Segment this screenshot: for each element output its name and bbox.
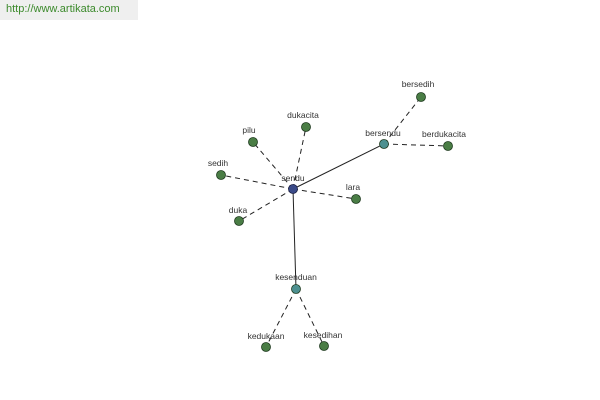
label-pilu[interactable]: pilu [242,125,256,135]
label-kesenduan[interactable]: kesenduan [275,272,317,282]
edge-bersendu-bersedih [383,96,422,145]
label-dukacita[interactable]: dukacita [287,110,319,120]
node-bersendu[interactable] [379,139,389,149]
edge-sendu-pilu [252,141,294,190]
node-duka[interactable] [234,216,244,226]
edge-bersendu-berdukacita [383,143,449,147]
label-sendu[interactable]: sendu [281,173,304,183]
node-kedukaan[interactable] [261,342,271,352]
node-kesedihan[interactable] [319,341,329,351]
label-berdukacita[interactable]: berdukacita [422,129,466,139]
edge-kesenduan-kedukaan [265,288,297,348]
label-kesedihan[interactable]: kesedihan [304,330,343,340]
label-duka[interactable]: duka [229,205,248,215]
edge-sendu-lara [292,188,357,200]
edge-sendu-duka [238,188,294,222]
site-url[interactable]: http://www.artikata.com [6,3,120,15]
edge-sendu-bersendu [292,143,385,190]
node-kesenduan[interactable] [291,284,301,294]
edge-sendu-kesenduan [292,188,297,290]
label-sedih[interactable]: sedih [208,158,229,168]
label-bersedih[interactable]: bersedih [402,79,435,89]
edge-kesenduan-kesedihan [295,288,325,347]
node-dukacita[interactable] [301,122,311,132]
node-berdukacita[interactable] [443,141,453,151]
node-bersedih[interactable] [416,92,426,102]
node-sendu[interactable] [288,184,298,194]
url-banner: http://www.artikata.com [0,0,138,20]
label-kedukaan[interactable]: kedukaan [248,331,285,341]
node-sedih[interactable] [216,170,226,180]
node-lara[interactable] [351,194,361,204]
node-pilu[interactable] [248,137,258,147]
label-bersendu[interactable]: bersendu [365,128,401,138]
edge-sendu-sedih [220,174,294,190]
edge-sendu-dukacita [292,126,307,190]
label-lara[interactable]: lara [346,182,360,192]
